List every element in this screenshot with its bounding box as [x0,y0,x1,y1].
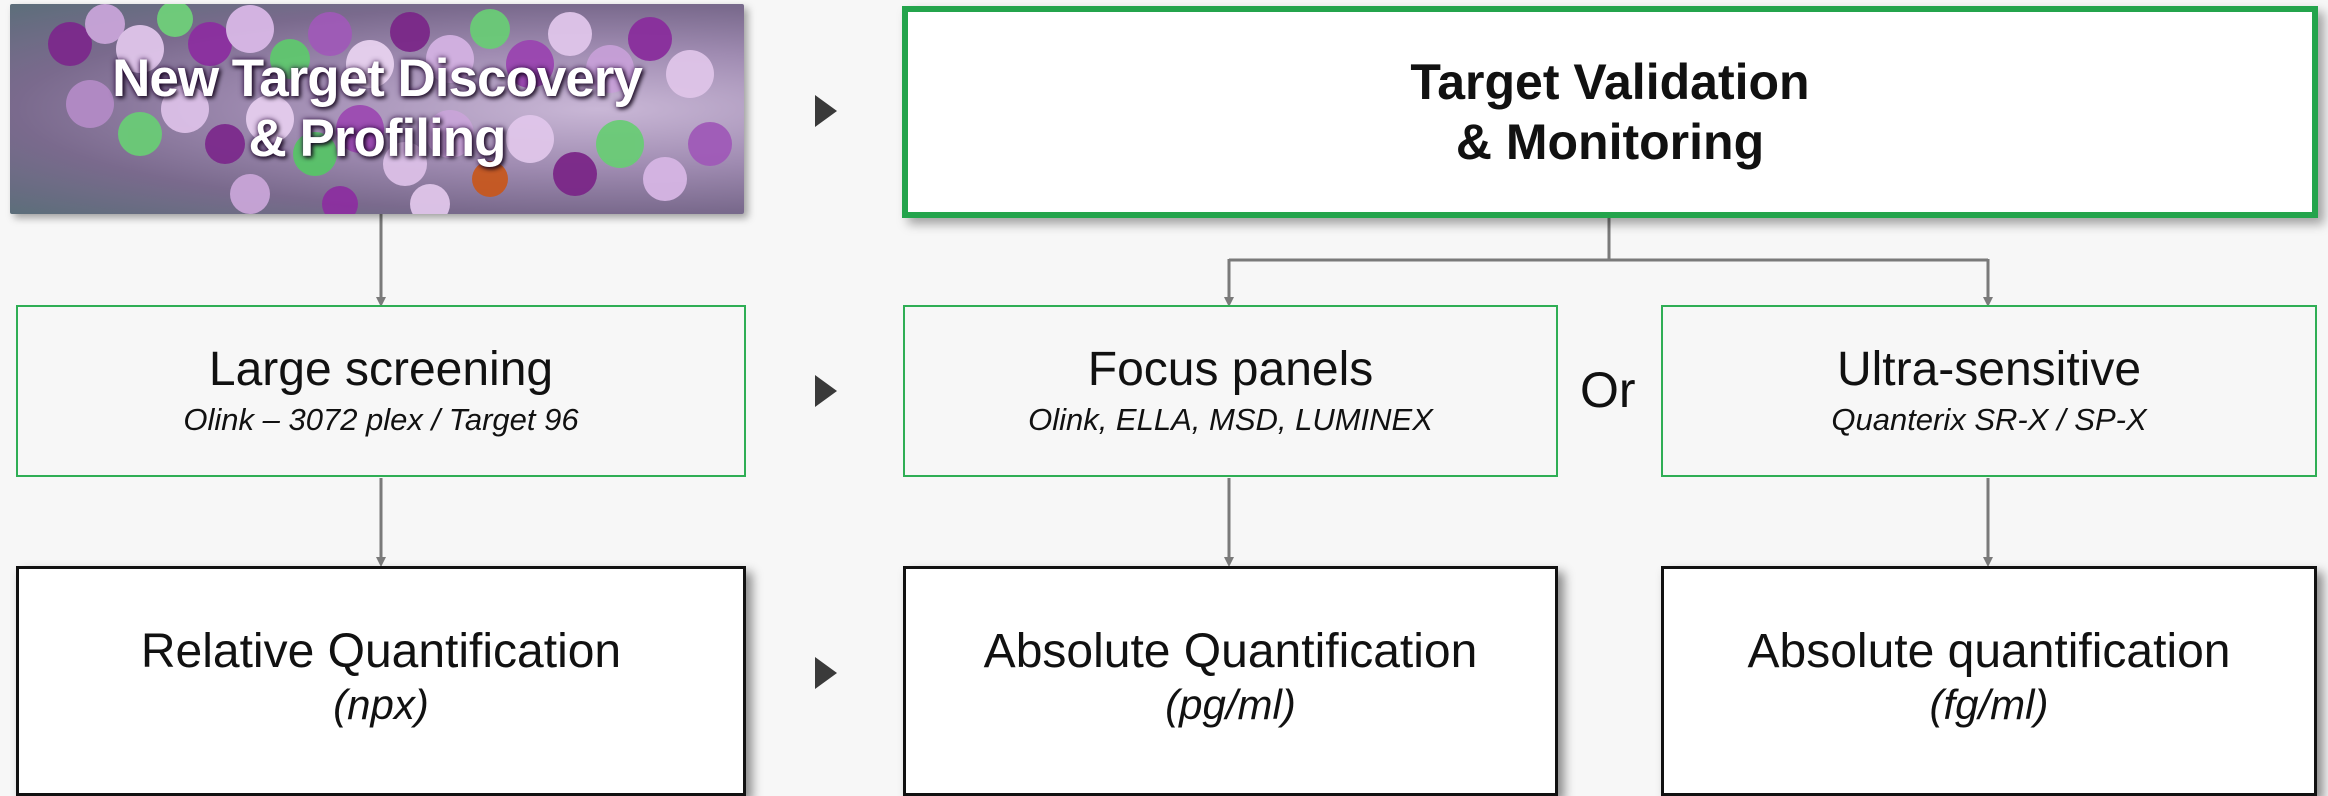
validation-title-line1: Target Validation [1410,54,1810,110]
focus-panels-subtitle: Olink, ELLA, MSD, LUMINEX [1028,402,1433,437]
absolute-quantification-unit: (pg/ml) [1165,681,1296,728]
relative-quantification-unit: (npx) [333,681,429,728]
arrow-triangle-row2 [815,375,837,407]
discovery-title-line1: New Target Discovery [112,49,643,108]
large-screening-subtitle: Olink – 3072 plex / Target 96 [183,402,579,437]
ultra-sensitive-subtitle: Quanterix SR-X / SP-X [1831,402,2147,437]
absolute-quantification-fg-unit: (fg/ml) [1929,681,2049,728]
molecule-image [48,4,732,214]
arrow-triangle-row3 [815,657,837,689]
validation-box: Target Validation & Monitoring [902,6,2318,218]
branch-validation [1229,218,1988,262]
large-screening-title: Large screening [208,343,554,396]
validation-title-line2: & Monitoring [1455,114,1765,170]
relative-quantification-title: Relative Quantification [140,625,622,678]
discovery-banner: New Target Discovery & Profiling [10,4,744,214]
absolute-quantification-fg-title: Absolute quantification [1747,625,2231,678]
arrow-triangle-row1 [815,95,837,127]
relative-quantification-box: Relative Quantification (npx) [16,566,746,796]
absolute-quantification-title: Absolute Quantification [983,625,1478,678]
ultra-sensitive-title: Ultra-sensitive [1836,343,2142,396]
or-label: Or [1580,362,1636,418]
focus-panels-box: Focus panels Olink, ELLA, MSD, LUMINEX [903,305,1558,477]
absolute-quantification-fg-box: Absolute quantification (fg/ml) [1661,566,2317,796]
large-screening-box: Large screening Olink – 3072 plex / Targ… [16,305,746,477]
absolute-quantification-box: Absolute Quantification (pg/ml) [903,566,1558,796]
focus-panels-title: Focus panels [1087,343,1374,396]
ultra-sensitive-box: Ultra-sensitive Quanterix SR-X / SP-X [1661,305,2317,477]
discovery-title-line2: & Profiling [248,109,507,168]
